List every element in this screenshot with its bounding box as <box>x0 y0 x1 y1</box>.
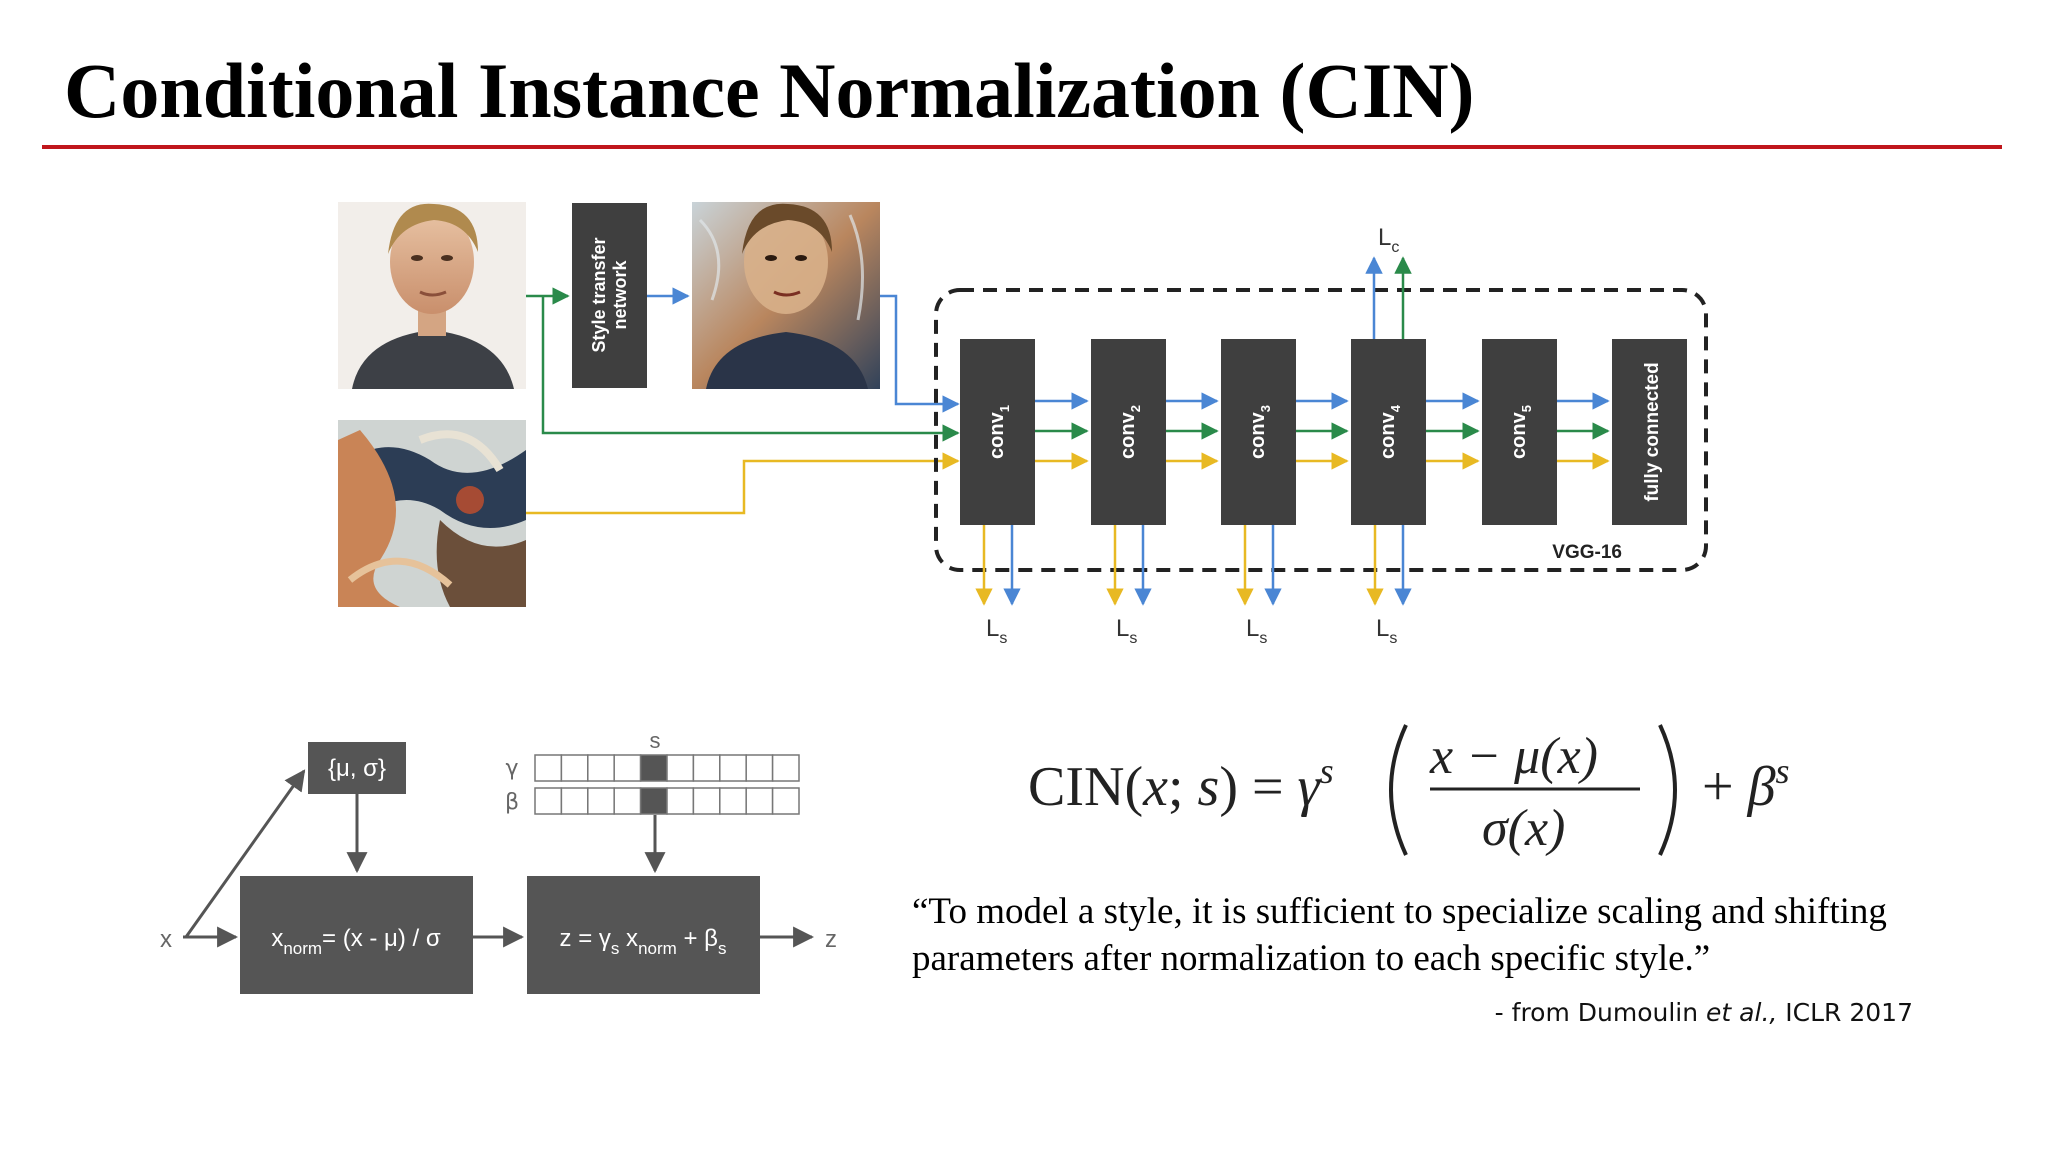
conv-1-label: conv <box>986 411 1008 459</box>
vgg-label: VGG-16 <box>1552 542 1622 563</box>
output-z-label: z <box>825 926 837 953</box>
conv-3-label: conv <box>1247 411 1269 459</box>
title-underline <box>42 145 2002 149</box>
style-loss-label-2: Ls <box>1116 615 1137 647</box>
parameter-cell <box>666 787 695 815</box>
slide-title: Conditional Instance Normalization (CIN) <box>64 47 1475 134</box>
conv-3-sub: 3 <box>1258 405 1273 412</box>
parameter-cell <box>587 754 615 782</box>
parameter-cell <box>771 787 800 815</box>
parameter-cell <box>771 754 800 782</box>
beta-label: β <box>505 790 519 815</box>
formula-numerator: x − μ(x) <box>1429 728 1598 785</box>
formula-right-paren <box>1658 724 1677 856</box>
parameter-cell <box>587 787 615 815</box>
cin-formula: CIN(x; s) = γs x − μ(x) σ(x) + βs <box>1028 724 1790 857</box>
formula-denominator: σ(x) <box>1482 800 1565 857</box>
conv-5-sub: 5 <box>1519 405 1534 412</box>
parameter-cell <box>639 787 668 815</box>
style-index-label: s <box>650 728 661 753</box>
parameter-cell <box>639 754 668 782</box>
parameter-cell <box>666 754 695 782</box>
norm-box <box>240 876 473 994</box>
conv-4-label: conv <box>1377 411 1399 459</box>
svg-text:conv2: conv2 <box>1117 405 1143 459</box>
input-to-stats-arrow <box>184 769 306 938</box>
parameter-cell <box>534 787 563 815</box>
inter-block-arrows <box>1035 392 1610 470</box>
conv-2-label: conv <box>1117 411 1139 459</box>
parameter-cell <box>692 754 721 782</box>
parameter-cell <box>719 754 747 782</box>
parameter-cell <box>534 754 563 782</box>
parameter-cell <box>745 754 774 782</box>
conv-block-2: conv2 <box>1091 339 1166 525</box>
input-x-label: x <box>160 926 172 953</box>
beta-parameter-row <box>534 787 800 815</box>
content-loss-label: Lc <box>1378 224 1399 256</box>
svg-text:conv1: conv1 <box>986 405 1012 459</box>
style-network-label-2: network <box>610 260 630 330</box>
svg-text:conv3: conv3 <box>1247 405 1273 459</box>
parameter-cell <box>613 754 642 782</box>
style-network-label-1: Style transfer <box>589 237 609 352</box>
style-image <box>338 420 526 607</box>
style-loss-label-3: Ls <box>1246 615 1267 647</box>
style-loss-label-4: Ls <box>1376 615 1397 647</box>
vgg-container <box>934 288 1708 572</box>
parameter-cell <box>560 754 589 782</box>
parameter-cell <box>719 787 747 815</box>
stylized-to-vgg-arrow <box>880 294 960 413</box>
parameter-cell <box>692 787 721 815</box>
svg-text:conv5: conv5 <box>1508 405 1534 459</box>
style-loss-arrows <box>975 525 1412 606</box>
style-loss-label-1: Ls <box>986 615 1007 647</box>
quote-citation: - from Dumoulin et al., ICLR 2017 <box>1494 998 1913 1027</box>
formula-beta: + βs <box>1702 751 1790 818</box>
conv-block-4: conv4 <box>1351 339 1426 525</box>
parameter-cell <box>613 787 642 815</box>
svg-text:conv4: conv4 <box>1377 404 1403 459</box>
conv-1-sub: 1 <box>997 405 1012 412</box>
gamma-parameter-row <box>534 754 800 782</box>
parameter-cell <box>745 787 774 815</box>
affine-box-formula: z = γs xnorm + βs <box>560 925 727 958</box>
stylized-image <box>692 202 880 389</box>
style-transfer-network-box <box>572 203 647 388</box>
conv-block-3: conv3 <box>1221 339 1296 525</box>
conv-4-sub: 4 <box>1388 404 1403 412</box>
stats-box-label: {μ, σ} <box>328 755 386 782</box>
stats-box <box>308 742 406 794</box>
content-image <box>338 202 526 389</box>
conv-5-label: conv <box>1508 411 1530 459</box>
conv-2-sub: 2 <box>1128 405 1143 412</box>
quote-text: “To model a style, it is sufficient to s… <box>912 891 1887 979</box>
fully-connected-block: fully connected <box>1612 339 1687 525</box>
conv-block-5: conv5 <box>1482 339 1557 525</box>
content-to-vgg-arrow <box>541 296 960 442</box>
norm-box-formula: xnorm= (x - μ) / σ <box>271 925 441 958</box>
parameter-cell <box>560 787 589 815</box>
conv-block-1: conv1 <box>960 339 1035 525</box>
formula-cin: CIN(x; s) = γs <box>1028 751 1334 818</box>
formula-left-paren <box>1389 724 1408 856</box>
gamma-label: γ <box>505 756 518 781</box>
fc-label: fully connected <box>1642 362 1663 501</box>
style-to-vgg-arrow <box>526 452 960 515</box>
affine-box <box>527 876 760 994</box>
